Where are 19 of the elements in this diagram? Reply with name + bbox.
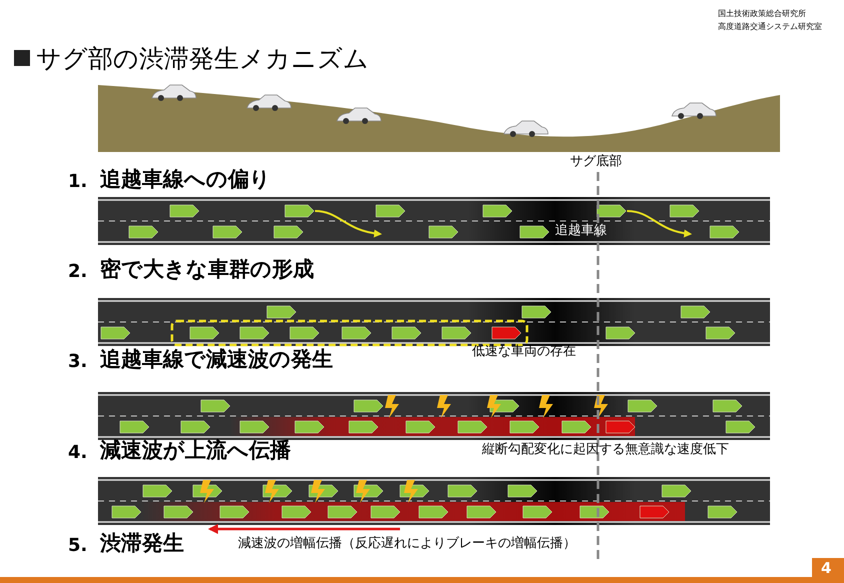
step-title: 密で大きな車群の形成	[100, 258, 314, 282]
step-number: 4.	[68, 443, 88, 463]
sag-bottom-label: サグ底部	[570, 155, 622, 170]
step-number: 3.	[68, 352, 88, 372]
lane-label: 追越車線	[555, 224, 607, 238]
step-number: 1.	[68, 172, 88, 192]
annotation: 減速波の増幅伝播（反応遅れによりブレーキの増幅伝播）	[238, 537, 576, 552]
organization-name: 高度道路交通システム研究室	[718, 23, 822, 32]
organization-name: 国土技術政策総合研究所	[718, 10, 806, 19]
step-number: 2.	[68, 262, 88, 282]
step-title: 減速波が上流へ伝播	[100, 439, 291, 462]
step-title: 追越車線への偏り	[100, 168, 271, 192]
annotation: 低速な車両の存在	[472, 345, 576, 360]
step-title: 渋滞発生	[100, 532, 184, 556]
page-title: サグ部の渋滞発生メカニズム	[36, 45, 369, 72]
annotation: 縦断勾配変化に起因する無意識な速度低下	[482, 443, 729, 458]
step-title: 追越車線で減速波の発生	[100, 348, 333, 372]
page-number: 4	[821, 560, 832, 576]
step-number: 5.	[68, 536, 88, 556]
